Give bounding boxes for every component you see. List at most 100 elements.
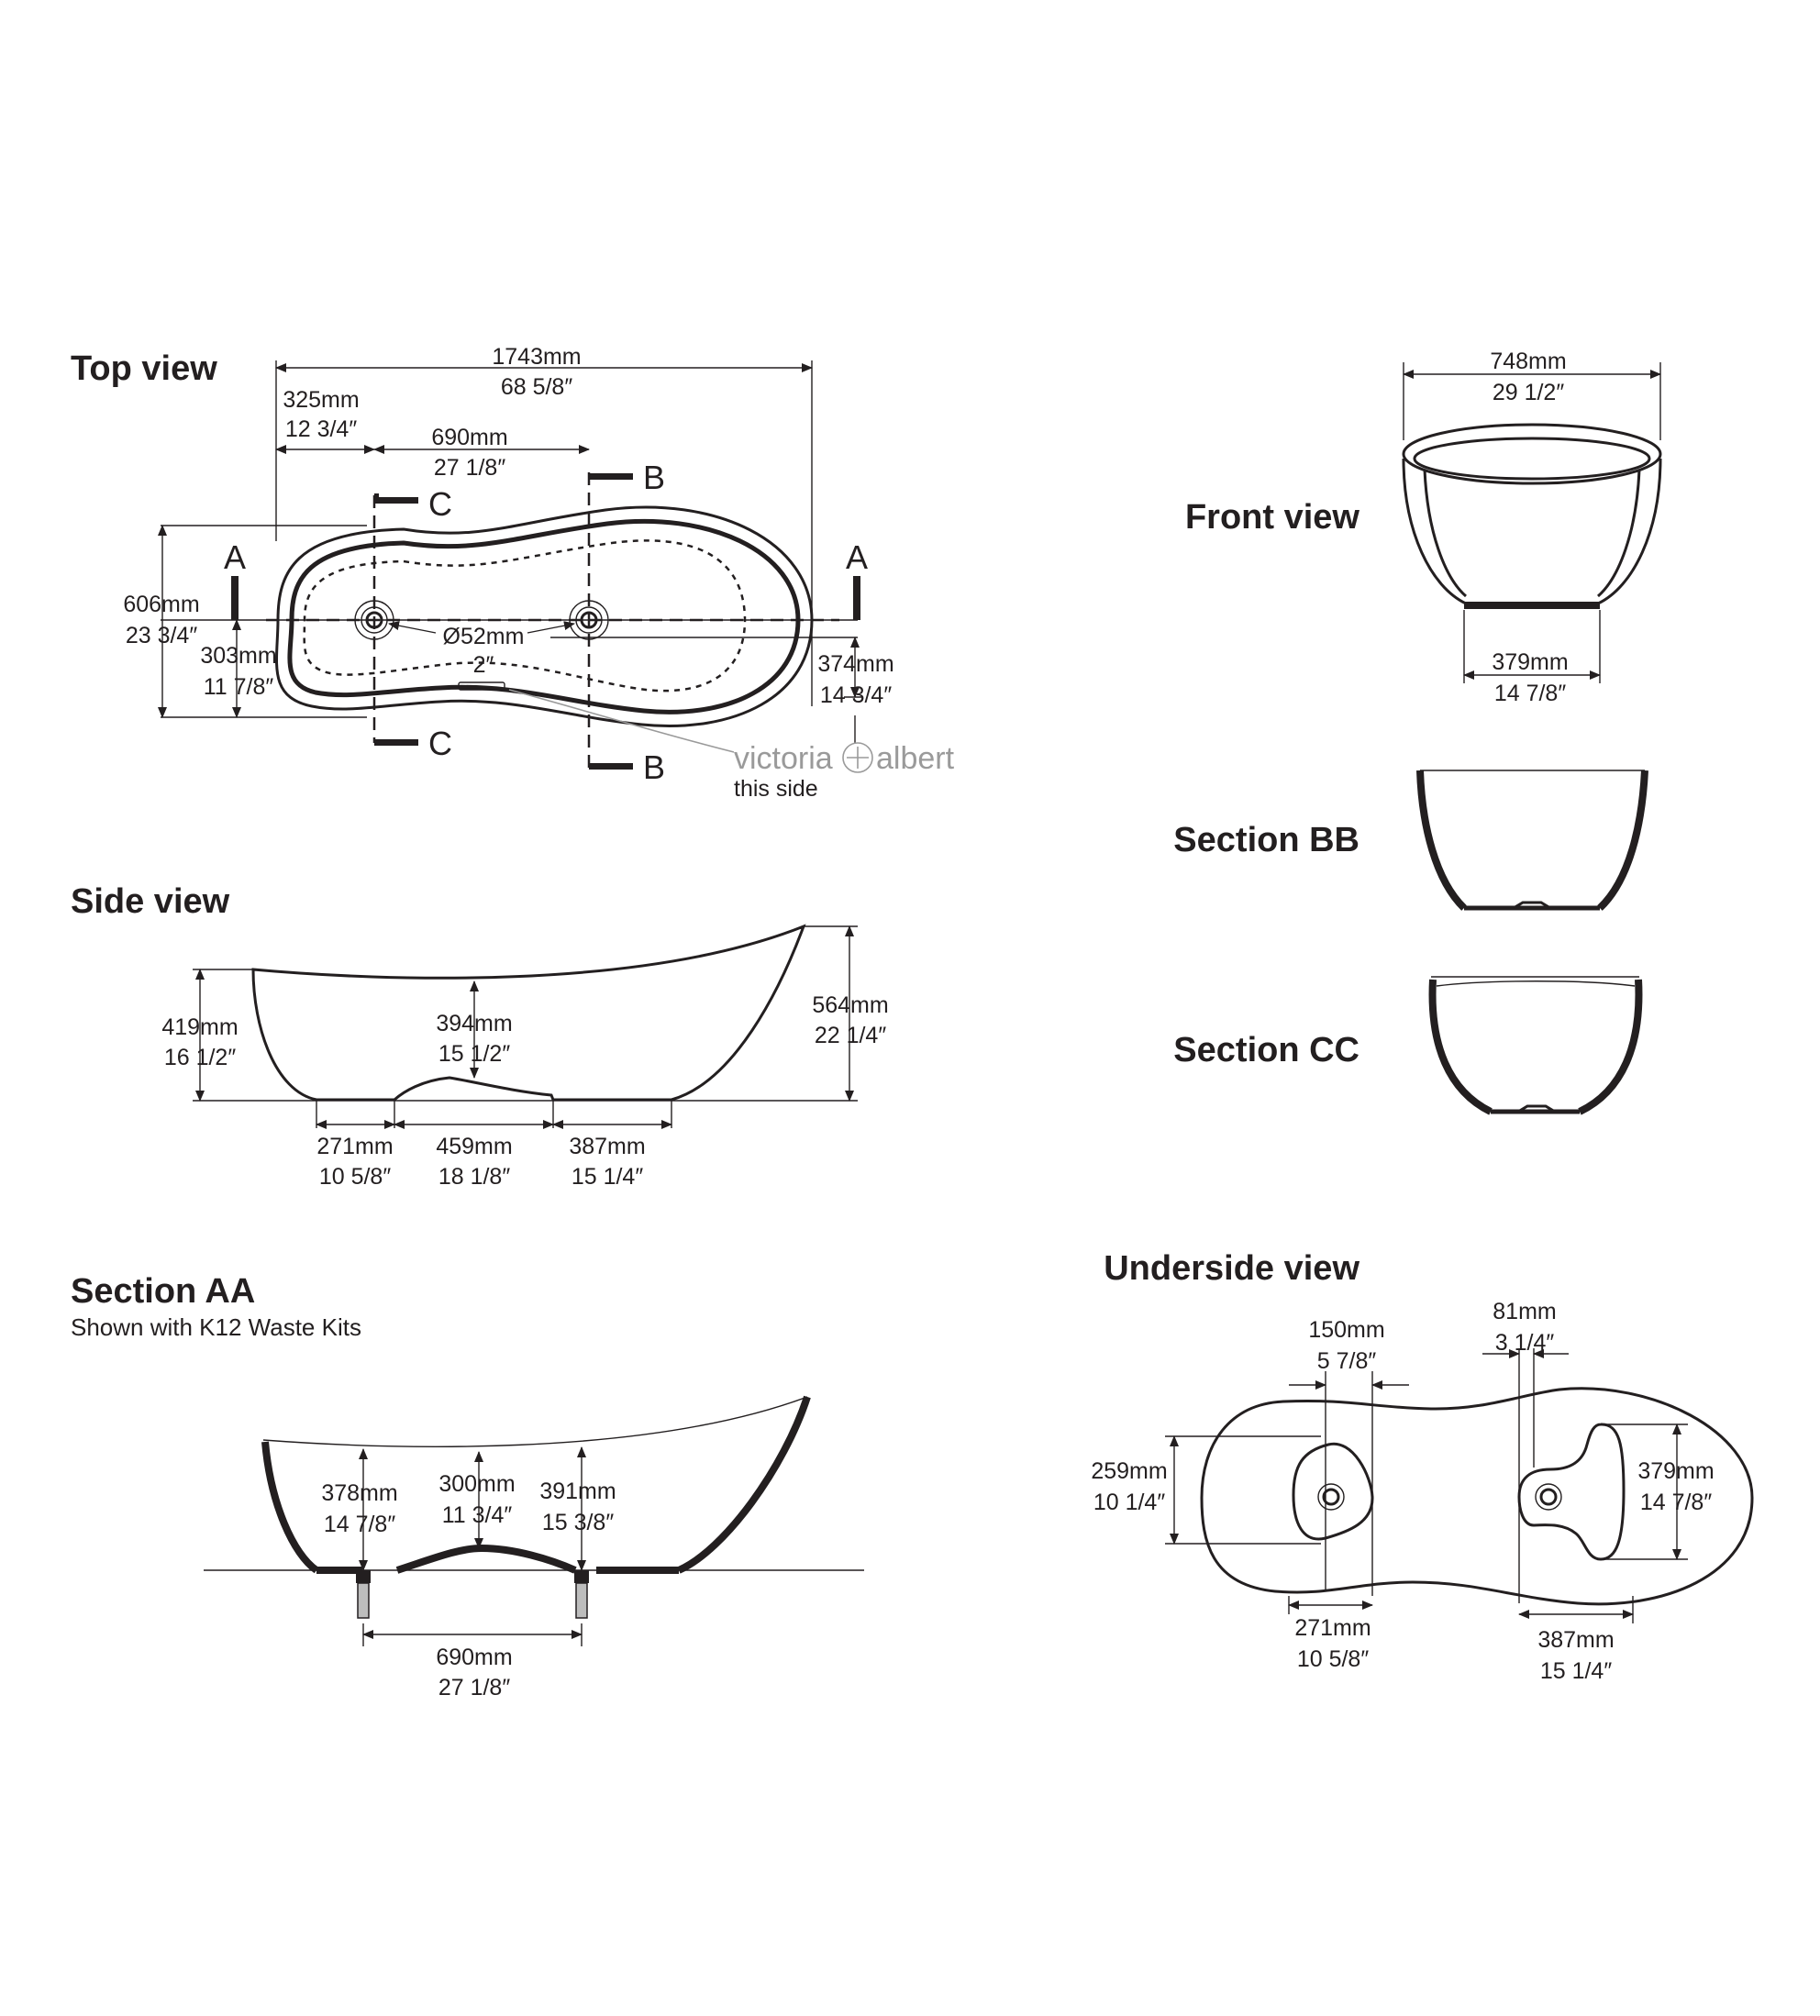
waste-offset-mm: 325mm: [283, 387, 359, 413]
front-rim-outer: [1402, 423, 1662, 485]
bath-basin-dotted: [303, 539, 747, 692]
base-left-mm: 271mm: [316, 1134, 393, 1159]
section-a-label-left: A: [224, 538, 246, 576]
left-pad-width-in: 5 7/8″: [1317, 1348, 1377, 1374]
right-pad-height-mm: 379mm: [1637, 1458, 1714, 1484]
overall-length-mm: 1743mm: [492, 344, 581, 370]
right-dim-mm: 374mm: [817, 651, 893, 677]
underside-view: Underside view 150mm 5 7/8″ 81mm 3 1/4″ …: [1091, 1249, 1754, 1684]
section-c-label-bottom: C: [428, 725, 452, 762]
half-width-mm: 303mm: [200, 643, 276, 669]
underside-left-pad: [1292, 1442, 1374, 1541]
front-view: Front view 748mm 29 1/2″ 379mm 14 7/8″: [1185, 349, 1662, 706]
waste-spacing-mm: 690mm: [431, 425, 507, 450]
section-aa-title: Section AA: [71, 1272, 255, 1311]
left-pad-height-in: 10 1/4″: [1093, 1490, 1166, 1515]
base-right-in: 15 1/4″: [572, 1164, 644, 1190]
left-pad-width-mm: 150mm: [1308, 1317, 1384, 1343]
front-rim-inner: [1413, 437, 1651, 481]
overall-length-in: 68 5/8″: [501, 374, 573, 400]
front-width-mm: 748mm: [1490, 349, 1566, 374]
underside-left-base-mm: 271mm: [1294, 1615, 1371, 1641]
front-body-outline: [1402, 458, 1662, 605]
front-width-in: 29 1/2″: [1493, 380, 1565, 405]
aa-depth-right-mm: 391mm: [539, 1479, 616, 1504]
base-mid-in: 18 1/8″: [438, 1164, 511, 1190]
brand-victoria: victoria: [734, 741, 833, 776]
waste-left: [354, 600, 394, 640]
section-bb-right-wall: [1597, 770, 1648, 911]
right-height-mm: 564mm: [812, 992, 888, 1018]
width-in: 23 3/4″: [126, 623, 198, 648]
left-height-mm: 419mm: [161, 1014, 238, 1040]
right-pad-height-in: 14 7/8″: [1640, 1490, 1713, 1515]
aa-depth-mid-mm: 300mm: [438, 1471, 515, 1497]
bath-profile-side: [251, 924, 806, 1102]
waste-right: [569, 600, 609, 640]
left-height-in: 16 1/2″: [164, 1045, 237, 1070]
underside-right-base-in: 15 1/4″: [1540, 1658, 1613, 1684]
underside-outline: [1200, 1387, 1754, 1606]
front-base-in: 14 7/8″: [1494, 681, 1567, 706]
waste-offset-in: 12 3/4″: [285, 416, 358, 442]
width-mm: 606mm: [123, 592, 199, 617]
logo-plate: [458, 681, 505, 691]
base-mid-mm: 459mm: [436, 1134, 512, 1159]
base-right-mm: 387mm: [569, 1134, 645, 1159]
section-cc-title: Section CC: [1173, 1031, 1359, 1069]
center-depth-mm: 394mm: [436, 1011, 512, 1036]
aa-depth-left-mm: 378mm: [321, 1480, 397, 1506]
aa-waste-spacing-in: 27 1/8″: [438, 1675, 511, 1700]
waste-kit-right: [574, 1570, 589, 1619]
section-b-label-top: B: [643, 459, 665, 496]
brand-note: this side: [734, 776, 818, 802]
aa-depth-mid-in: 11 3/4″: [442, 1502, 513, 1528]
section-aa-left-wall: [261, 1441, 319, 1574]
aa-depth-right-in: 15 3/8″: [542, 1510, 615, 1535]
section-aa-right-wall: [677, 1395, 811, 1574]
section-aa-floor-hump: [395, 1544, 577, 1574]
section-bb-left-wall: [1416, 770, 1467, 911]
center-depth-in: 15 1/2″: [438, 1041, 511, 1067]
top-view: Top view 1743mm 68 5/8″ 325mm 12 3/4″ 69…: [71, 344, 955, 802]
waste-dia-mm: Ø52mm: [443, 624, 525, 649]
base-left-in: 10 5/8″: [319, 1164, 392, 1190]
right-offset-in: 3 1/4″: [1495, 1330, 1555, 1356]
section-aa: Section AA Shown with K12 Waste Kits 378…: [71, 1272, 864, 1700]
waste-dia-in: 2″: [473, 652, 494, 678]
brand-albert: albert: [876, 741, 955, 776]
right-dim-in: 14 3/4″: [820, 682, 893, 708]
right-offset-mm: 81mm: [1493, 1299, 1556, 1324]
side-view-title: Side view: [71, 882, 230, 921]
underside-right-pad: [1517, 1423, 1626, 1561]
section-cc-right-wall: [1578, 979, 1643, 1115]
aa-depth-left-in: 14 7/8″: [324, 1512, 396, 1537]
bath-outline-top: [274, 505, 814, 727]
bath-rim-inner: [287, 518, 801, 714]
section-a-marker-left: [231, 576, 239, 620]
section-b-label-bottom: B: [643, 748, 665, 786]
waste-spacing-in: 27 1/8″: [434, 455, 506, 481]
section-a-marker-right: [853, 576, 860, 620]
top-view-title: Top view: [71, 349, 217, 388]
left-pad-height-mm: 259mm: [1091, 1458, 1167, 1484]
section-aa-subtitle: Shown with K12 Waste Kits: [71, 1313, 361, 1341]
front-base-mm: 379mm: [1492, 649, 1568, 675]
underside-view-title: Underside view: [1104, 1249, 1359, 1288]
side-view: Side view 419mm 16 1/2″ 394mm 15 1/2″ 56…: [71, 882, 889, 1190]
section-cc-left-wall: [1428, 979, 1493, 1115]
section-a-label-right: A: [846, 538, 868, 576]
waste-kit-left: [356, 1570, 371, 1619]
section-cc: Section CC: [1173, 976, 1643, 1115]
brand-plus-icon: [842, 742, 873, 773]
front-view-title: Front view: [1185, 498, 1359, 537]
section-bb: Section BB: [1173, 770, 1648, 911]
section-bb-title: Section BB: [1173, 821, 1359, 859]
aa-waste-spacing-mm: 690mm: [436, 1645, 512, 1670]
underside-right-base-mm: 387mm: [1537, 1627, 1614, 1653]
underside-left-base-in: 10 5/8″: [1297, 1646, 1370, 1672]
right-height-in: 22 1/4″: [815, 1023, 887, 1048]
section-c-label-top: C: [428, 485, 452, 523]
half-width-in: 11 7/8″: [204, 674, 274, 700]
